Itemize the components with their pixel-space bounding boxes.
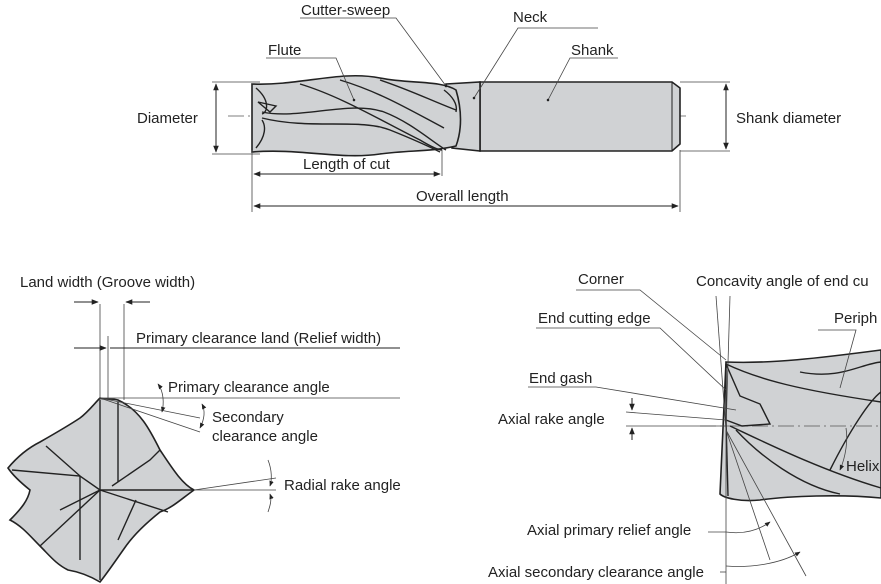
axial-view: Corner Concavity angle of end cu End cut…	[488, 271, 881, 584]
helix-label: Helix	[846, 458, 880, 475]
cutter-sweep-label: Cutter-sweep	[301, 2, 390, 19]
land-width-label: Land width (Groove width)	[20, 274, 195, 291]
cross-section-view: Land width (Groove width) Primary cleara…	[7, 274, 401, 584]
diameter-label: Diameter	[137, 110, 198, 127]
side-view: Cutter-sweep Neck Flute Shank Diameter S…	[137, 2, 841, 212]
concavity-angle-label: Concavity angle of end cu	[696, 273, 869, 290]
flute-label: Flute	[268, 42, 301, 59]
shank-body	[479, 81, 681, 152]
periphery-label: Periph	[834, 310, 877, 327]
radial-rake-angle-label: Radial rake angle	[284, 477, 401, 494]
end-gash-label: End gash	[529, 370, 592, 387]
secondary-clearance-label-1: Secondary	[212, 409, 284, 426]
axial-primary-relief-angle-label: Axial primary relief angle	[527, 522, 691, 539]
end-cutting-edge-label: End cutting edge	[538, 310, 651, 327]
flute-body	[251, 75, 462, 157]
corner-label: Corner	[578, 271, 624, 288]
overall-length-label: Overall length	[416, 188, 509, 205]
length-of-cut-label: Length of cut	[303, 156, 391, 173]
axial-view-body	[719, 349, 881, 502]
shank-label: Shank	[571, 42, 614, 59]
secondary-clearance-label-2: clearance angle	[212, 428, 318, 445]
shank-diameter-label: Shank diameter	[736, 110, 841, 127]
primary-clearance-angle-label: Primary clearance angle	[168, 379, 330, 396]
axial-rake-angle-label: Axial rake angle	[498, 411, 605, 428]
primary-clearance-land-label: Primary clearance land (Relief width)	[136, 330, 381, 347]
axial-secondary-clearance-angle-label: Axial secondary clearance angle	[488, 564, 704, 581]
neck-label: Neck	[513, 9, 548, 26]
